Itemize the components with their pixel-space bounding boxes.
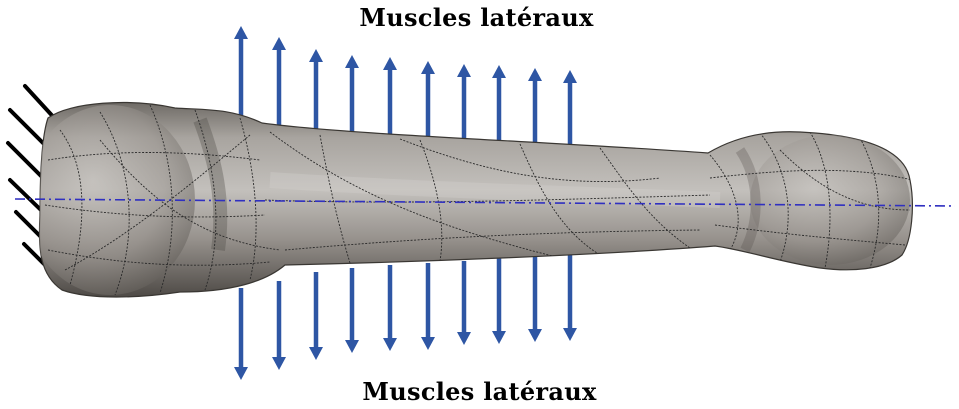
up-arrow-head: [345, 55, 359, 68]
down-arrow-head: [309, 347, 323, 360]
up-arrow-head: [528, 68, 542, 81]
up-arrow-head: [309, 49, 323, 62]
up-arrow-head: [421, 61, 435, 74]
up-arrow-head: [272, 37, 286, 50]
downward-muscle-force-arrows: [234, 253, 577, 380]
down-arrow-head: [272, 357, 286, 370]
arrow-icon: [528, 255, 542, 342]
arrow-icon: [563, 253, 577, 341]
bottom-muscles-label: Muscles latéraux: [0, 377, 959, 406]
arrow-icon: [492, 258, 506, 344]
down-arrow-head: [563, 328, 577, 341]
arrow-icon: [234, 288, 248, 380]
down-arrow-head: [492, 331, 506, 344]
down-arrow-head: [421, 337, 435, 350]
arrow-icon: [234, 26, 248, 118]
arrow-icon: [383, 265, 397, 351]
arrow-icon: [457, 261, 471, 345]
arrow-icon: [309, 272, 323, 360]
down-arrow-head: [457, 332, 471, 345]
arrow-icon: [345, 268, 359, 353]
up-arrow-head: [383, 57, 397, 70]
arrow-icon: [309, 49, 323, 138]
down-arrow-head: [345, 340, 359, 353]
up-arrow-head: [563, 70, 577, 83]
down-arrow-head: [528, 329, 542, 342]
arrow-icon: [272, 281, 286, 370]
arrow-icon: [272, 37, 286, 126]
up-arrow-head: [492, 65, 506, 78]
arrow-icon: [421, 263, 435, 350]
down-arrow-head: [383, 338, 397, 351]
top-muscles-label: Muscles latéraux: [0, 3, 956, 32]
up-arrow-head: [457, 64, 471, 77]
